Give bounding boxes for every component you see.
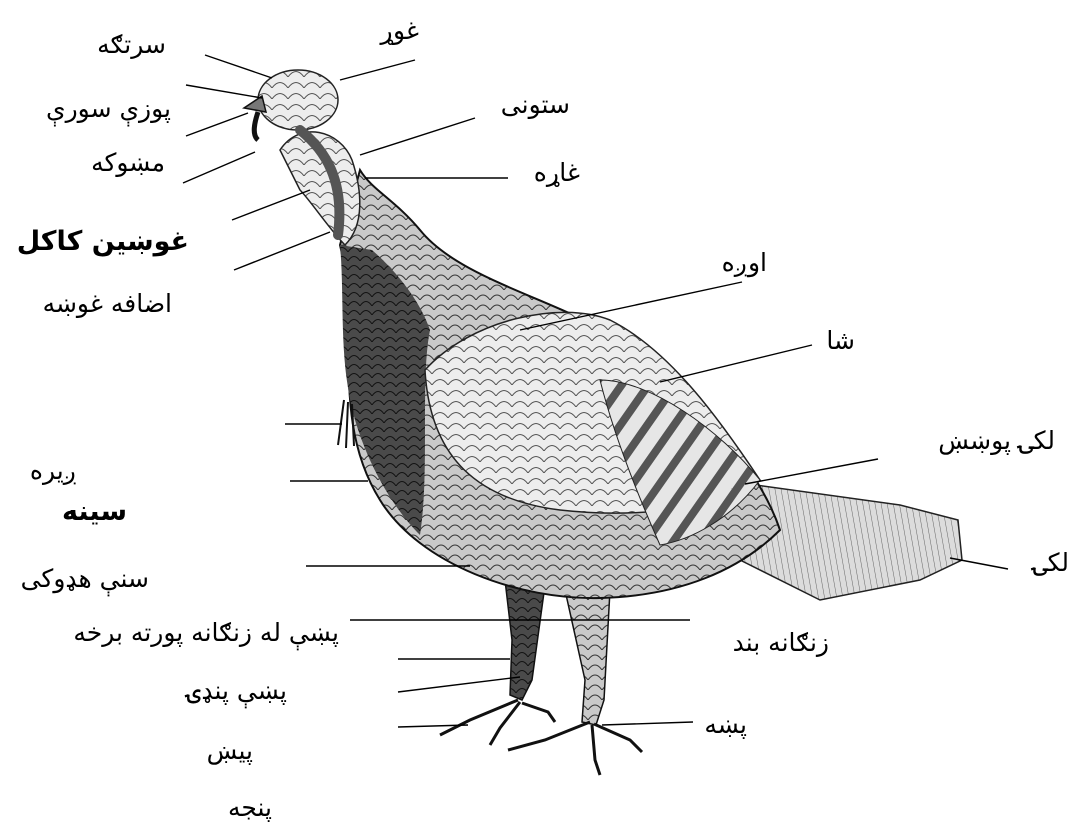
label-breast: سينه <box>62 498 127 525</box>
label-spur: پيښ <box>207 738 253 763</box>
label-snood: غوړ <box>381 18 419 43</box>
label-throat: غاړه <box>534 160 580 185</box>
label-beard: ږيره <box>30 458 77 483</box>
label-nostril: پوزې سورې <box>46 96 171 121</box>
back-foot <box>440 700 555 745</box>
label-crown: سرتګه <box>97 32 166 57</box>
head <box>258 70 338 130</box>
front-leg <box>565 590 610 725</box>
label-hackle: سنې هډوکی <box>21 566 149 591</box>
snood <box>254 112 258 140</box>
label-hock: زنګانه بند <box>733 630 829 655</box>
front-foot <box>508 722 642 775</box>
label-shank: پښې پنډۍ <box>187 678 287 703</box>
label-caruncle: اضافه غوښه <box>43 291 172 316</box>
label-toe: پنجه <box>228 795 272 820</box>
label-tail: لکۍ <box>1033 550 1069 575</box>
back-leg <box>505 580 545 700</box>
label-foot: پښه <box>704 712 747 737</box>
label-back: اوږه <box>722 250 767 275</box>
label-neck: ستونی <box>501 92 570 117</box>
label-covert: لکۍ پوښښ <box>938 428 1055 453</box>
label-beak: مښوکه <box>91 150 165 175</box>
label-shank-upper: پښې له زنګانه پورته برخه <box>73 620 339 645</box>
label-wattle: غوښين کاکل <box>17 228 189 255</box>
label-shoulder: شا <box>826 328 855 353</box>
beak <box>244 96 266 112</box>
